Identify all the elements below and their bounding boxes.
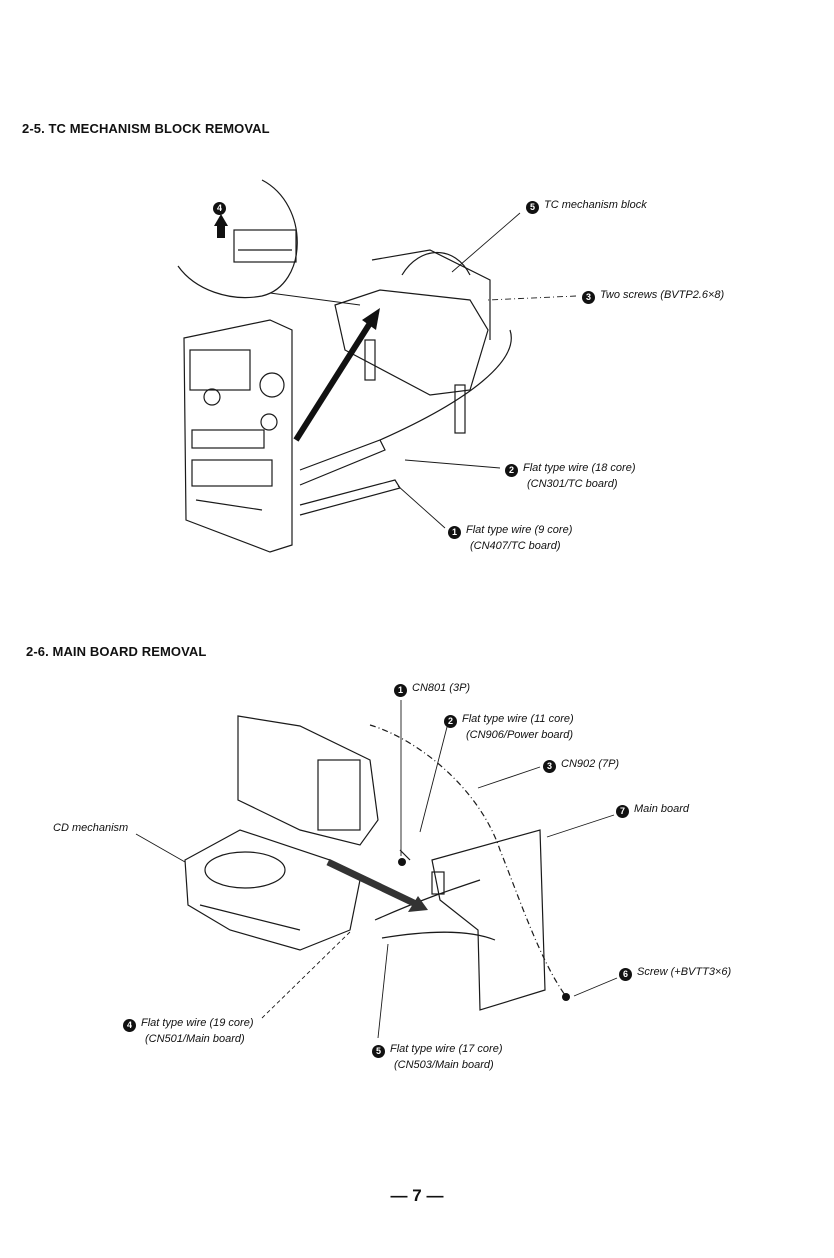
callout-text: Main board	[634, 803, 690, 815]
callout-text: TC mechanism block	[544, 199, 647, 211]
callout-subtext: (CN503/Main board)	[394, 1059, 494, 1071]
callout-text: CN902 (7P)	[561, 758, 620, 770]
callout-step-4-detail: 4	[213, 199, 231, 215]
callout-cd-mechanism: CD mechanism	[53, 821, 128, 836]
step-badge: 4	[213, 202, 226, 215]
callout-flat-wire-11: 2 Flat type wire (11 core) (CN906/Power b…	[444, 712, 574, 743]
callout-flat-wire-19: 4 Flat type wire (19 core) (CN501/Main bo…	[123, 1016, 253, 1047]
step-badge: 2	[444, 715, 457, 728]
callout-main-board: 7 Main board	[616, 802, 689, 818]
callout-text: Flat type wire (19 core)	[141, 1017, 254, 1029]
callout-text: Flat type wire (9 core)	[466, 524, 573, 536]
step-badge: 3	[582, 291, 595, 304]
callout-text: Flat type wire (17 core)	[390, 1043, 503, 1055]
callout-subtext: (CN906/Power board)	[466, 729, 573, 741]
callout-subtext: (CN501/Main board)	[145, 1033, 245, 1045]
section-heading-tc-mechanism: 2-5. TC MECHANISM BLOCK REMOVAL	[22, 121, 270, 136]
callout-subtext: (CN301/TC board)	[527, 478, 618, 490]
callout-tc-mechanism-block: 5 TC mechanism block	[526, 198, 647, 214]
page-number: — 7 —	[390, 1186, 444, 1205]
callout-text: Flat type wire (18 core)	[523, 462, 636, 474]
step-badge: 5	[372, 1045, 385, 1058]
step-badge: 1	[394, 684, 407, 697]
step-badge: 3	[543, 760, 556, 773]
callout-two-screws: 3 Two screws (BVTP2.6×8)	[582, 288, 724, 304]
callout-flat-wire-18: 2 Flat type wire (18 core) (CN301/TC boar…	[505, 461, 635, 492]
callout-text: Flat type wire (11 core)	[462, 713, 574, 725]
callout-cn902: 3 CN902 (7P)	[543, 757, 619, 773]
callout-text: CD mechanism	[53, 822, 129, 834]
callout-cn801: 1 CN801 (3P)	[394, 681, 470, 697]
step-badge: 6	[619, 968, 632, 981]
callout-flat-wire-9: 1 Flat type wire (9 core) (CN407/TC board…	[448, 523, 572, 554]
callout-text: CN801 (3P)	[412, 682, 471, 694]
section-heading-main-board: 2-6. MAIN BOARD REMOVAL	[26, 644, 207, 659]
callout-screw-bvtt3: 6 Screw (+BVTT3×6)	[619, 965, 731, 981]
callout-text: Two screws (BVTP2.6×8)	[600, 289, 725, 301]
step-badge: 5	[526, 201, 539, 214]
callout-text: Screw (+BVTT3×6)	[637, 966, 732, 978]
step-badge: 2	[505, 464, 518, 477]
step-badge: 1	[448, 526, 461, 539]
callout-flat-wire-17: 5 Flat type wire (17 core) (CN503/Main bo…	[372, 1042, 502, 1073]
tc-mechanism-diagram	[177, 179, 577, 553]
step-badge: 7	[616, 805, 629, 818]
step-badge: 4	[123, 1019, 136, 1032]
callout-subtext: (CN407/TC board)	[470, 540, 561, 552]
